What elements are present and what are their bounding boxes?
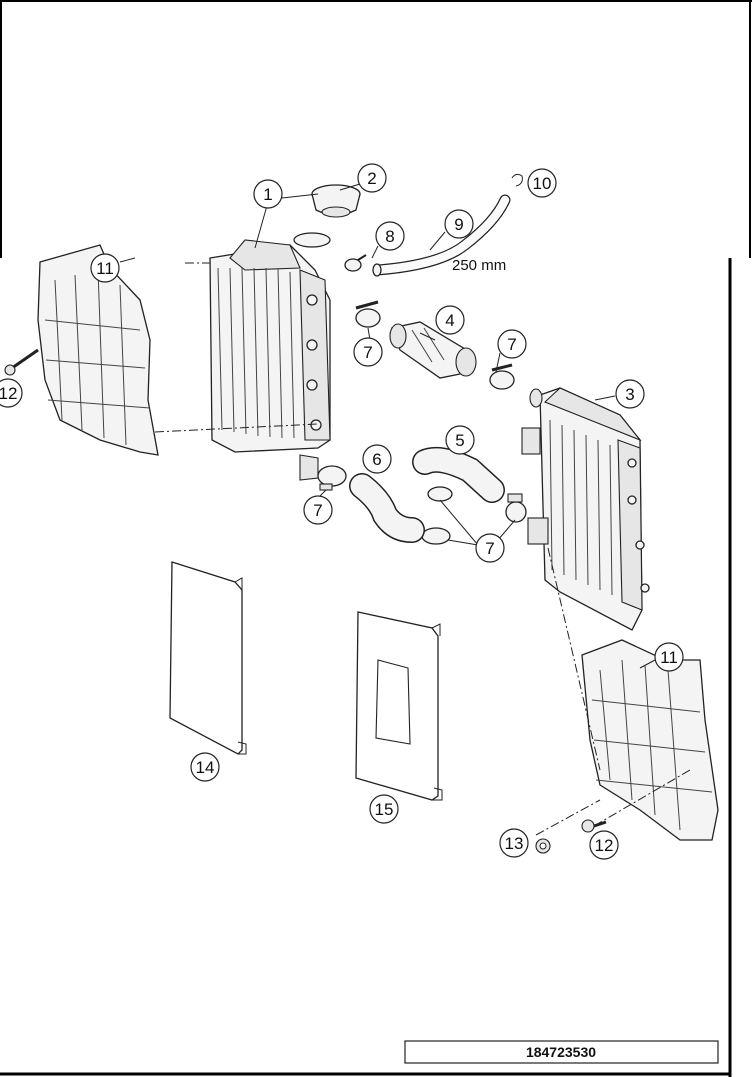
- right-radiator-shroud: [581, 639, 719, 841]
- callout-label: 6: [372, 450, 381, 469]
- callout-label: 1: [263, 185, 272, 204]
- hose-clamp-upper: [355, 300, 381, 328]
- callout-label: 3: [625, 385, 634, 404]
- small-hose-clamp: [344, 254, 367, 272]
- callout-13: 13: [499, 828, 529, 858]
- callout-10: 10: [527, 168, 557, 198]
- callout-5: 5: [445, 425, 475, 455]
- callout-label: 7: [507, 335, 516, 354]
- callout-15: 15: [369, 794, 399, 824]
- callout-6: 6: [362, 444, 392, 474]
- callout-label: 7: [363, 343, 372, 362]
- callout-7-lower-right: 7: [475, 533, 505, 563]
- callout-label: 14: [196, 758, 215, 777]
- callout-7-upper-left: 7: [353, 337, 383, 367]
- callout-7-upper-right: 7: [497, 329, 527, 359]
- callout-4: 4: [435, 305, 465, 335]
- hose-clamp-middle: [421, 486, 453, 545]
- callout-1: 1: [253, 179, 283, 209]
- upper-connecting-hose: [412, 446, 505, 503]
- right-radiator: [521, 387, 650, 631]
- thermostat-housing: [389, 321, 477, 379]
- callout-14: 14: [190, 752, 220, 782]
- callout-label: 4: [445, 311, 454, 330]
- callout-9: 9: [444, 209, 474, 239]
- document-id: 184723530: [526, 1044, 596, 1060]
- callout-label: 12: [595, 836, 614, 855]
- callout-label: 12: [0, 384, 17, 403]
- lower-connecting-hose: [349, 473, 425, 543]
- radiator-cap: [311, 184, 361, 218]
- document-id-box: 184723530: [404, 1040, 719, 1064]
- hose-clamp-right: [489, 363, 515, 390]
- callout-label: 15: [375, 800, 394, 819]
- callout-label: 11: [660, 648, 678, 667]
- hose-clip: [511, 173, 523, 187]
- callout-label: 2: [367, 169, 376, 188]
- callout-8: 8: [375, 221, 405, 251]
- callout-12-left: 12: [0, 378, 23, 408]
- leader-lines: [119, 183, 656, 669]
- callout-2: 2: [357, 163, 387, 193]
- cover-plate-right: [355, 611, 443, 801]
- radiator-core-fins: [217, 267, 295, 439]
- hose-length-label: 250 mm: [452, 257, 506, 274]
- callout-label: 11: [96, 259, 114, 278]
- callout-label: 7: [313, 501, 322, 520]
- assembly-axes: [154, 262, 691, 836]
- callout-3: 3: [615, 379, 645, 409]
- callout-11-left: 11: [90, 253, 120, 283]
- left-radiator: [209, 232, 331, 481]
- callout-label: 10: [533, 174, 552, 193]
- overflow-hose: [372, 194, 511, 277]
- right-radiator-core-fins: [549, 419, 613, 596]
- callout-label: 9: [454, 215, 463, 234]
- callout-label: 5: [455, 431, 464, 450]
- callout-label: 7: [485, 539, 494, 558]
- left-radiator-shroud: [37, 244, 159, 456]
- callout-12-right: 12: [589, 830, 619, 860]
- callout-7-lower-left: 7: [303, 495, 333, 525]
- callout-11-right: 11: [654, 642, 684, 672]
- callout-label: 8: [385, 227, 394, 246]
- hose-clamp-right-lower: [505, 493, 527, 523]
- callout-label: 13: [505, 834, 524, 853]
- hose-clamp-left-lower: [317, 465, 347, 491]
- left-bolt: [4, 348, 39, 376]
- flange-nut: [535, 838, 551, 854]
- cover-plate-left: [169, 561, 247, 755]
